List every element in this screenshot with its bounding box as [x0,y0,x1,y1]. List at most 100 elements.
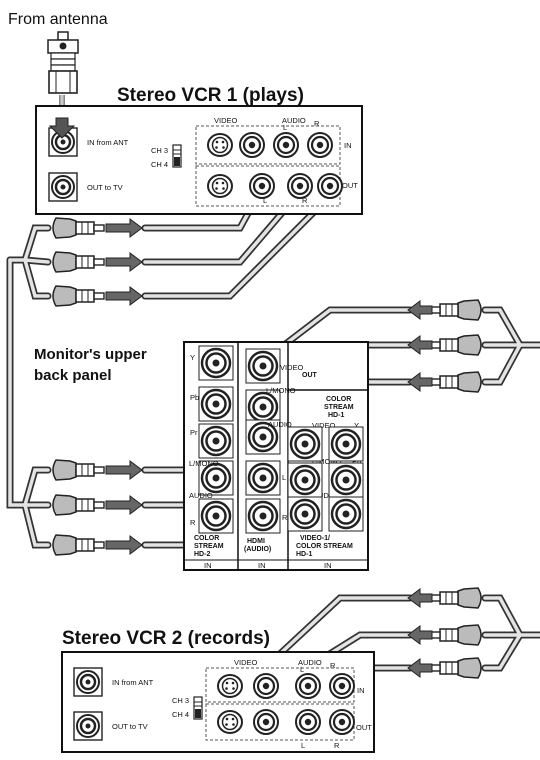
vcr2-in-label: IN [357,686,365,695]
vcr2-channel-switch[interactable] [193,696,203,720]
vcr2-video-label: VIDEO [234,658,258,667]
antenna-arrow [48,117,76,139]
monitor-audio-label: AUDIO [189,491,213,500]
vcr2-out-to-tv-jack [72,710,104,742]
vcr2-audio-l-in-jack [294,672,322,700]
monitor-pr-label: Pr [190,428,198,437]
monitor-hdmi-audio-r-jack [244,497,282,535]
monitor-hdmi-l-label: L [282,473,286,482]
vcr2-ant-in-jack [72,666,104,698]
vcr2-ch3-label: CH 3 [172,696,189,705]
vcr1-l-bottom-label: L [263,196,267,205]
vcr1-l-top-label: L [283,123,287,132]
monitor-cs-hd1-line2: STREAM [324,404,354,411]
monitor-video1-line1: VIDEO-1/ [300,535,330,542]
plugs-vcr2-set [430,588,481,678]
vcr2-audio-label: AUDIO [298,658,322,667]
monitor-lmono-label: L/MONO [189,459,219,468]
monitor-hdmi-line1: HDMI [247,538,265,545]
vcr2-r-bottom-label: R [334,741,340,750]
vcr1-r-bottom-label: R [302,196,308,205]
monitor-cs-hd2-line2: STREAM [194,543,224,550]
vcr2-video-in-jack [252,672,280,700]
monitor-in-label-2: IN [258,561,266,570]
antenna-plug [47,31,79,94]
vcr2-audio-r-out-jack [328,708,356,736]
vcr2-svideo-in-jack [217,674,243,698]
vcr1-r-top-label: R [314,119,320,128]
monitor-cs-hd1-line3: HD-1 [328,412,344,419]
plugs-monitor-out-set [430,300,481,392]
vcr2-video-out-jack [252,708,280,736]
vcr1-audio-r-out-jack [316,172,344,200]
monitor-pr-jack [197,422,235,460]
vcr1-video-in-jack [238,131,266,159]
arrows-vcr1-set [105,218,143,306]
vcr1-panel: IN from ANT OUT to TV CH 3 CH 4 VIDEO AU… [35,105,363,215]
antenna-label: From antenna [8,11,108,28]
vcr1-svideo-out-jack [207,174,233,198]
monitor-cs-hd2-line1: COLOR [194,535,219,542]
vcr1-out-to-tv-label: OUT to TV [87,183,123,192]
monitor-hdmi-line2: (AUDIO) [244,546,271,553]
vcr1-out-label: OUT [342,181,358,190]
vcr1-svideo-in-jack [207,133,233,157]
monitor-video1-audio-r-jack [286,495,324,533]
vcr2-l-top-label: L [300,665,304,674]
plugs-vcr1-set [52,217,105,307]
vcr1-ch3-label: CH 3 [151,146,168,155]
monitor-label-line2: back panel [34,367,112,384]
monitor-video1-line2: COLOR STREAM [296,543,353,550]
monitor-r-label: R [190,518,196,527]
arrows-monitor-in-set [105,460,143,555]
vcr1-in-label: IN [344,141,352,150]
monitor-label-line1: Monitor's upper [34,346,147,363]
monitor-video-out-jack [244,347,282,385]
vcr1-channel-switch[interactable] [172,144,182,168]
vcr2-out-to-tv-label: OUT to TV [112,722,148,731]
monitor-lmono2-label: L/MONO [312,457,342,466]
vcr1-video-out-jack [248,172,276,200]
monitor-cs-hd1-line1: COLOR [326,396,351,403]
monitor-lmono-out-label: L/MONO [266,386,296,395]
monitor-video1-in-jack [286,425,324,463]
monitor-out-label: OUT [302,372,318,379]
vcr2-in-from-ant-label: IN from ANT [112,678,154,687]
monitor-pb-label: Pb [190,393,199,402]
monitor-cs1-pr-jack [327,495,365,533]
vcr1-in-from-ant-label: IN from ANT [87,138,129,147]
monitor-pb-jack [197,385,235,423]
vcr2-audio-r-in-jack [328,672,356,700]
vcr2-panel: IN from ANT OUT to TV CH 3 CH 4 VIDEO AU… [61,651,375,753]
monitor-cs1-pb-jack [327,461,365,499]
monitor-video1-line3: HD-1 [296,551,312,558]
arrows-monitor-out-set [407,300,433,392]
vcr2-r-top-label: R [330,661,336,670]
vcr1-out-to-tv-jack [47,171,79,203]
vcr1-audio-l-out-jack [286,172,314,200]
vcr1-audio-l-in-jack [272,131,300,159]
monitor-hdmi-audio-l-jack [244,459,282,497]
monitor-in-label-3: IN [324,561,332,570]
vcr1-audio-r-in-jack [306,131,334,159]
vcr2-audio-l-out-jack [294,708,322,736]
monitor-audio-out-label: AUDIO [268,420,292,429]
vcr2-title: Stereo VCR 2 (records) [62,628,270,649]
monitor-y-jack [197,344,235,382]
vcr2-ch4-label: CH 4 [172,710,189,719]
monitor-audio-out-l-jack [244,388,282,426]
monitor-cs-hd2-line3: HD-2 [194,551,210,558]
vcr1-audio-label: AUDIO [282,116,306,125]
vcr1-ch4-label: CH 4 [151,160,168,169]
plugs-monitor-in-set [52,459,105,556]
monitor-in-label-1: IN [204,561,212,570]
monitor-panel: Y Pb Pr L/MONO AUDIO R COLOR STREAM HD-2… [183,341,369,571]
monitor-audio2-label: AUDIO [313,491,337,500]
vcr1-title: Stereo VCR 1 (plays) [117,85,304,106]
monitor-video-out-label: VIDEO [280,363,304,372]
vcr2-out-label: OUT [356,723,372,732]
monitor-hdmi-r-label: R [282,513,288,522]
vcr1-video-label: VIDEO [214,116,238,125]
monitor-cs1-y-jack [327,425,365,463]
